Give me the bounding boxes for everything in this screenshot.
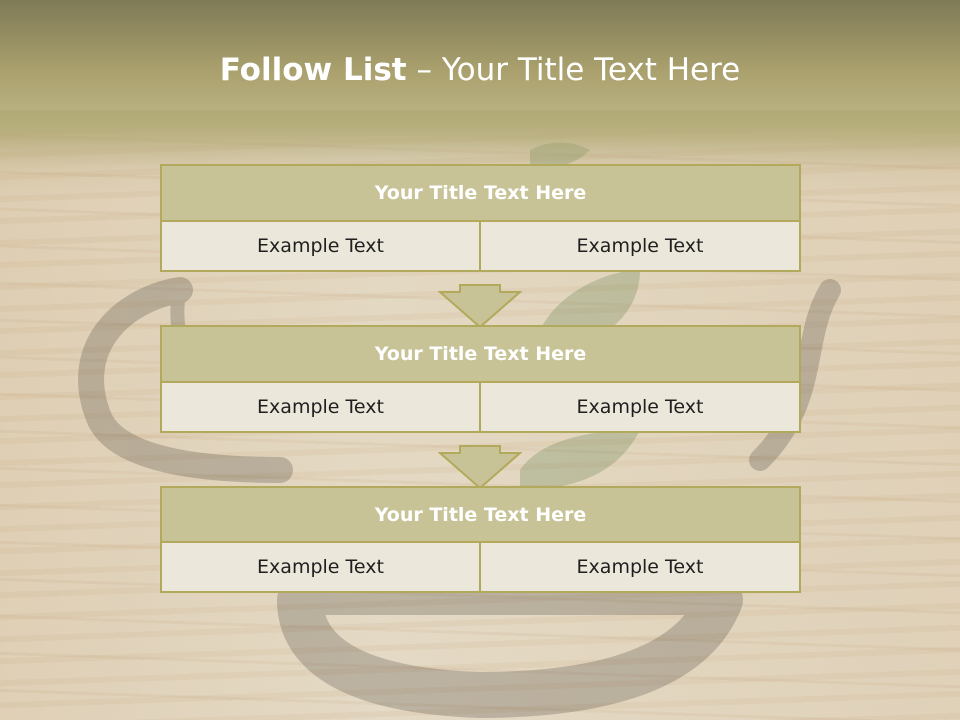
step-cell-right: Example Text [481,383,801,433]
step-cell-left: Example Text [160,543,481,593]
down-arrow-icon [438,284,522,328]
page-title: Follow List – Your Title Text Here [0,52,960,88]
step-row: Example Text Example Text [160,222,801,272]
step-title: Your Title Text Here [160,325,801,383]
step-cell-right: Example Text [481,222,801,272]
step-cell-right: Example Text [481,543,801,593]
step-block-2: Your Title Text Here Example Text Exampl… [160,325,801,433]
step-block-1: Your Title Text Here Example Text Exampl… [160,164,801,272]
title-bold: Follow List [219,52,407,88]
step-row: Example Text Example Text [160,383,801,433]
header-fade [0,110,960,170]
step-title: Your Title Text Here [160,486,801,543]
step-block-3: Your Title Text Here Example Text Exampl… [160,486,801,593]
title-rest: – Your Title Text Here [406,52,741,88]
step-cell-left: Example Text [160,222,481,272]
step-title: Your Title Text Here [160,164,801,222]
step-cell-left: Example Text [160,383,481,433]
step-row: Example Text Example Text [160,543,801,593]
down-arrow-icon [438,445,522,489]
